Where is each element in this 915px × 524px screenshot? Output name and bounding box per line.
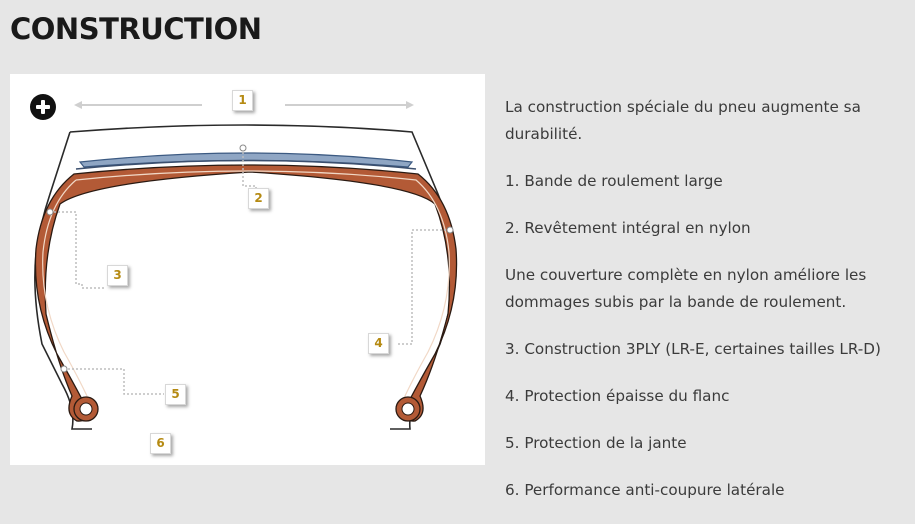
bead-right — [395, 396, 421, 422]
feature-item-6: 6. Performance anti-coupure latérale — [505, 481, 785, 499]
ply-inner-line — [42, 170, 450, 408]
callout-6: 6 — [150, 433, 171, 454]
feature-note: Une couverture complète en nylon amélior… — [505, 266, 867, 311]
page-title: CONSTRUCTION — [10, 12, 262, 46]
ply-body — [34, 164, 458, 422]
callout-5: 5 — [165, 384, 186, 405]
callout-1: 1 — [232, 90, 253, 111]
bead-left — [73, 396, 99, 422]
tire-cross-section — [34, 101, 458, 430]
zoom-in-icon[interactable] — [30, 94, 56, 120]
feature-item-4: 4. Protection épaisse du flanc — [505, 387, 730, 405]
nylon-cap — [75, 159, 417, 170]
feature-item-1: 1. Bande de roulement large — [505, 172, 723, 190]
leader-dot-3 — [46, 208, 54, 216]
feature-item-5: 5. Protection de la jante — [505, 434, 687, 452]
feature-description: La construction spéciale du pneu augment… — [505, 94, 910, 524]
intro-text: La construction spéciale du pneu augment… — [505, 98, 861, 143]
callout-2: 2 — [248, 188, 269, 209]
feature-item-2: 2. Revêtement intégral en nylon — [505, 219, 751, 237]
tire-diagram: 1 2 3 4 5 6 — [10, 74, 485, 465]
leader-dot-4 — [446, 226, 454, 234]
callout-4: 4 — [368, 333, 389, 354]
tread-width-arrow — [74, 101, 414, 109]
leader-dot-2 — [239, 144, 247, 152]
callout-3: 3 — [107, 265, 128, 286]
feature-item-3: 3. Construction 3PLY (LR-E, certaines ta… — [505, 340, 881, 358]
leader-dot-5 — [60, 365, 68, 373]
